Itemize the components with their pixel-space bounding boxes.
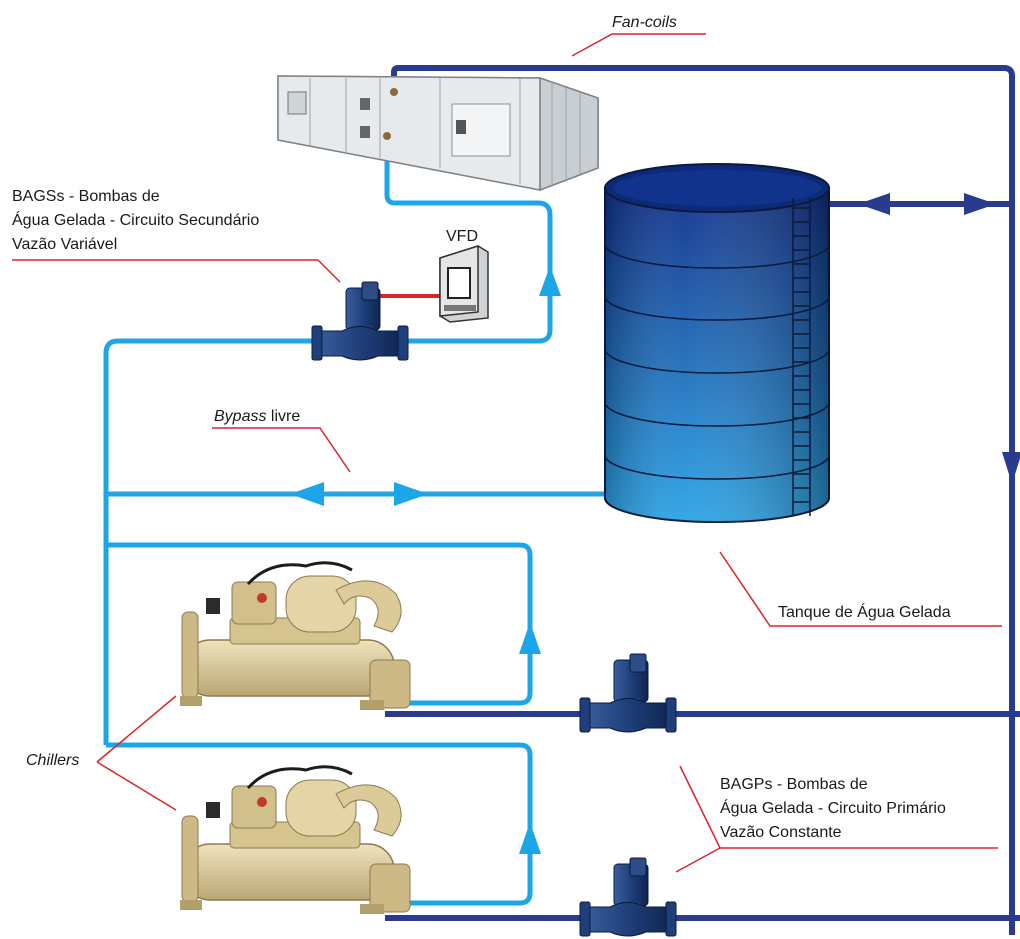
secondary-pump xyxy=(311,281,409,361)
vfd-drive xyxy=(378,244,489,323)
bypass-arrow-left xyxy=(290,482,324,506)
tank-arrow-right xyxy=(964,193,996,215)
leader-lines xyxy=(12,33,1002,873)
bypass-label-rest: livre xyxy=(270,408,301,425)
bagps-label-line2: Água Gelada - Circuito Primário xyxy=(720,800,946,817)
leader-bagps-2 xyxy=(675,847,721,873)
up-arrow-chiller1 xyxy=(519,622,541,654)
bagss-label-line1: BAGSs - Bombas de xyxy=(12,188,160,205)
up-arrow-chiller2 xyxy=(519,822,541,854)
tank-arrow-left xyxy=(858,193,890,215)
chiller-1 xyxy=(180,561,411,710)
bypass-label: Bypass livre xyxy=(214,406,300,427)
bagps-label-line1: BAGPs - Bombas de xyxy=(720,776,868,793)
primary-pump-2 xyxy=(579,857,677,937)
bagss-label-line3: Vazão Variável xyxy=(12,236,118,253)
tank-label: Tanque de Água Gelada xyxy=(778,604,951,621)
tank-ladder xyxy=(792,198,811,516)
leader-fan-coils xyxy=(571,33,706,57)
bypass-label-italic: Bypass xyxy=(214,408,267,425)
bypass-arrow-right xyxy=(394,482,428,506)
primary-pump-1 xyxy=(579,653,677,733)
bagss-label-line2: Água Gelada - Circuito Secundário xyxy=(12,212,260,229)
bagps-label-line3: Vazão Constante xyxy=(720,824,842,841)
leader-tank xyxy=(719,551,1002,627)
leader-chillers-down xyxy=(96,761,177,811)
leader-bypass xyxy=(212,427,351,473)
primary-arrows xyxy=(858,193,1020,484)
up-arrow-fancoil xyxy=(539,266,561,296)
chilled-water-tank xyxy=(604,163,830,523)
leader-chillers-up xyxy=(96,695,177,763)
vfd-label: VFD xyxy=(446,228,478,245)
return-pipe-top xyxy=(391,65,1015,935)
chillers-label: Chillers xyxy=(26,752,80,769)
fan-coils-label: Fan-coils xyxy=(612,14,677,31)
down-arrow-right xyxy=(1002,452,1020,484)
secondary-arrows xyxy=(290,266,561,854)
leader-bagss xyxy=(12,259,341,283)
chiller-2 xyxy=(180,765,411,914)
fan-coil-unit xyxy=(277,75,599,192)
